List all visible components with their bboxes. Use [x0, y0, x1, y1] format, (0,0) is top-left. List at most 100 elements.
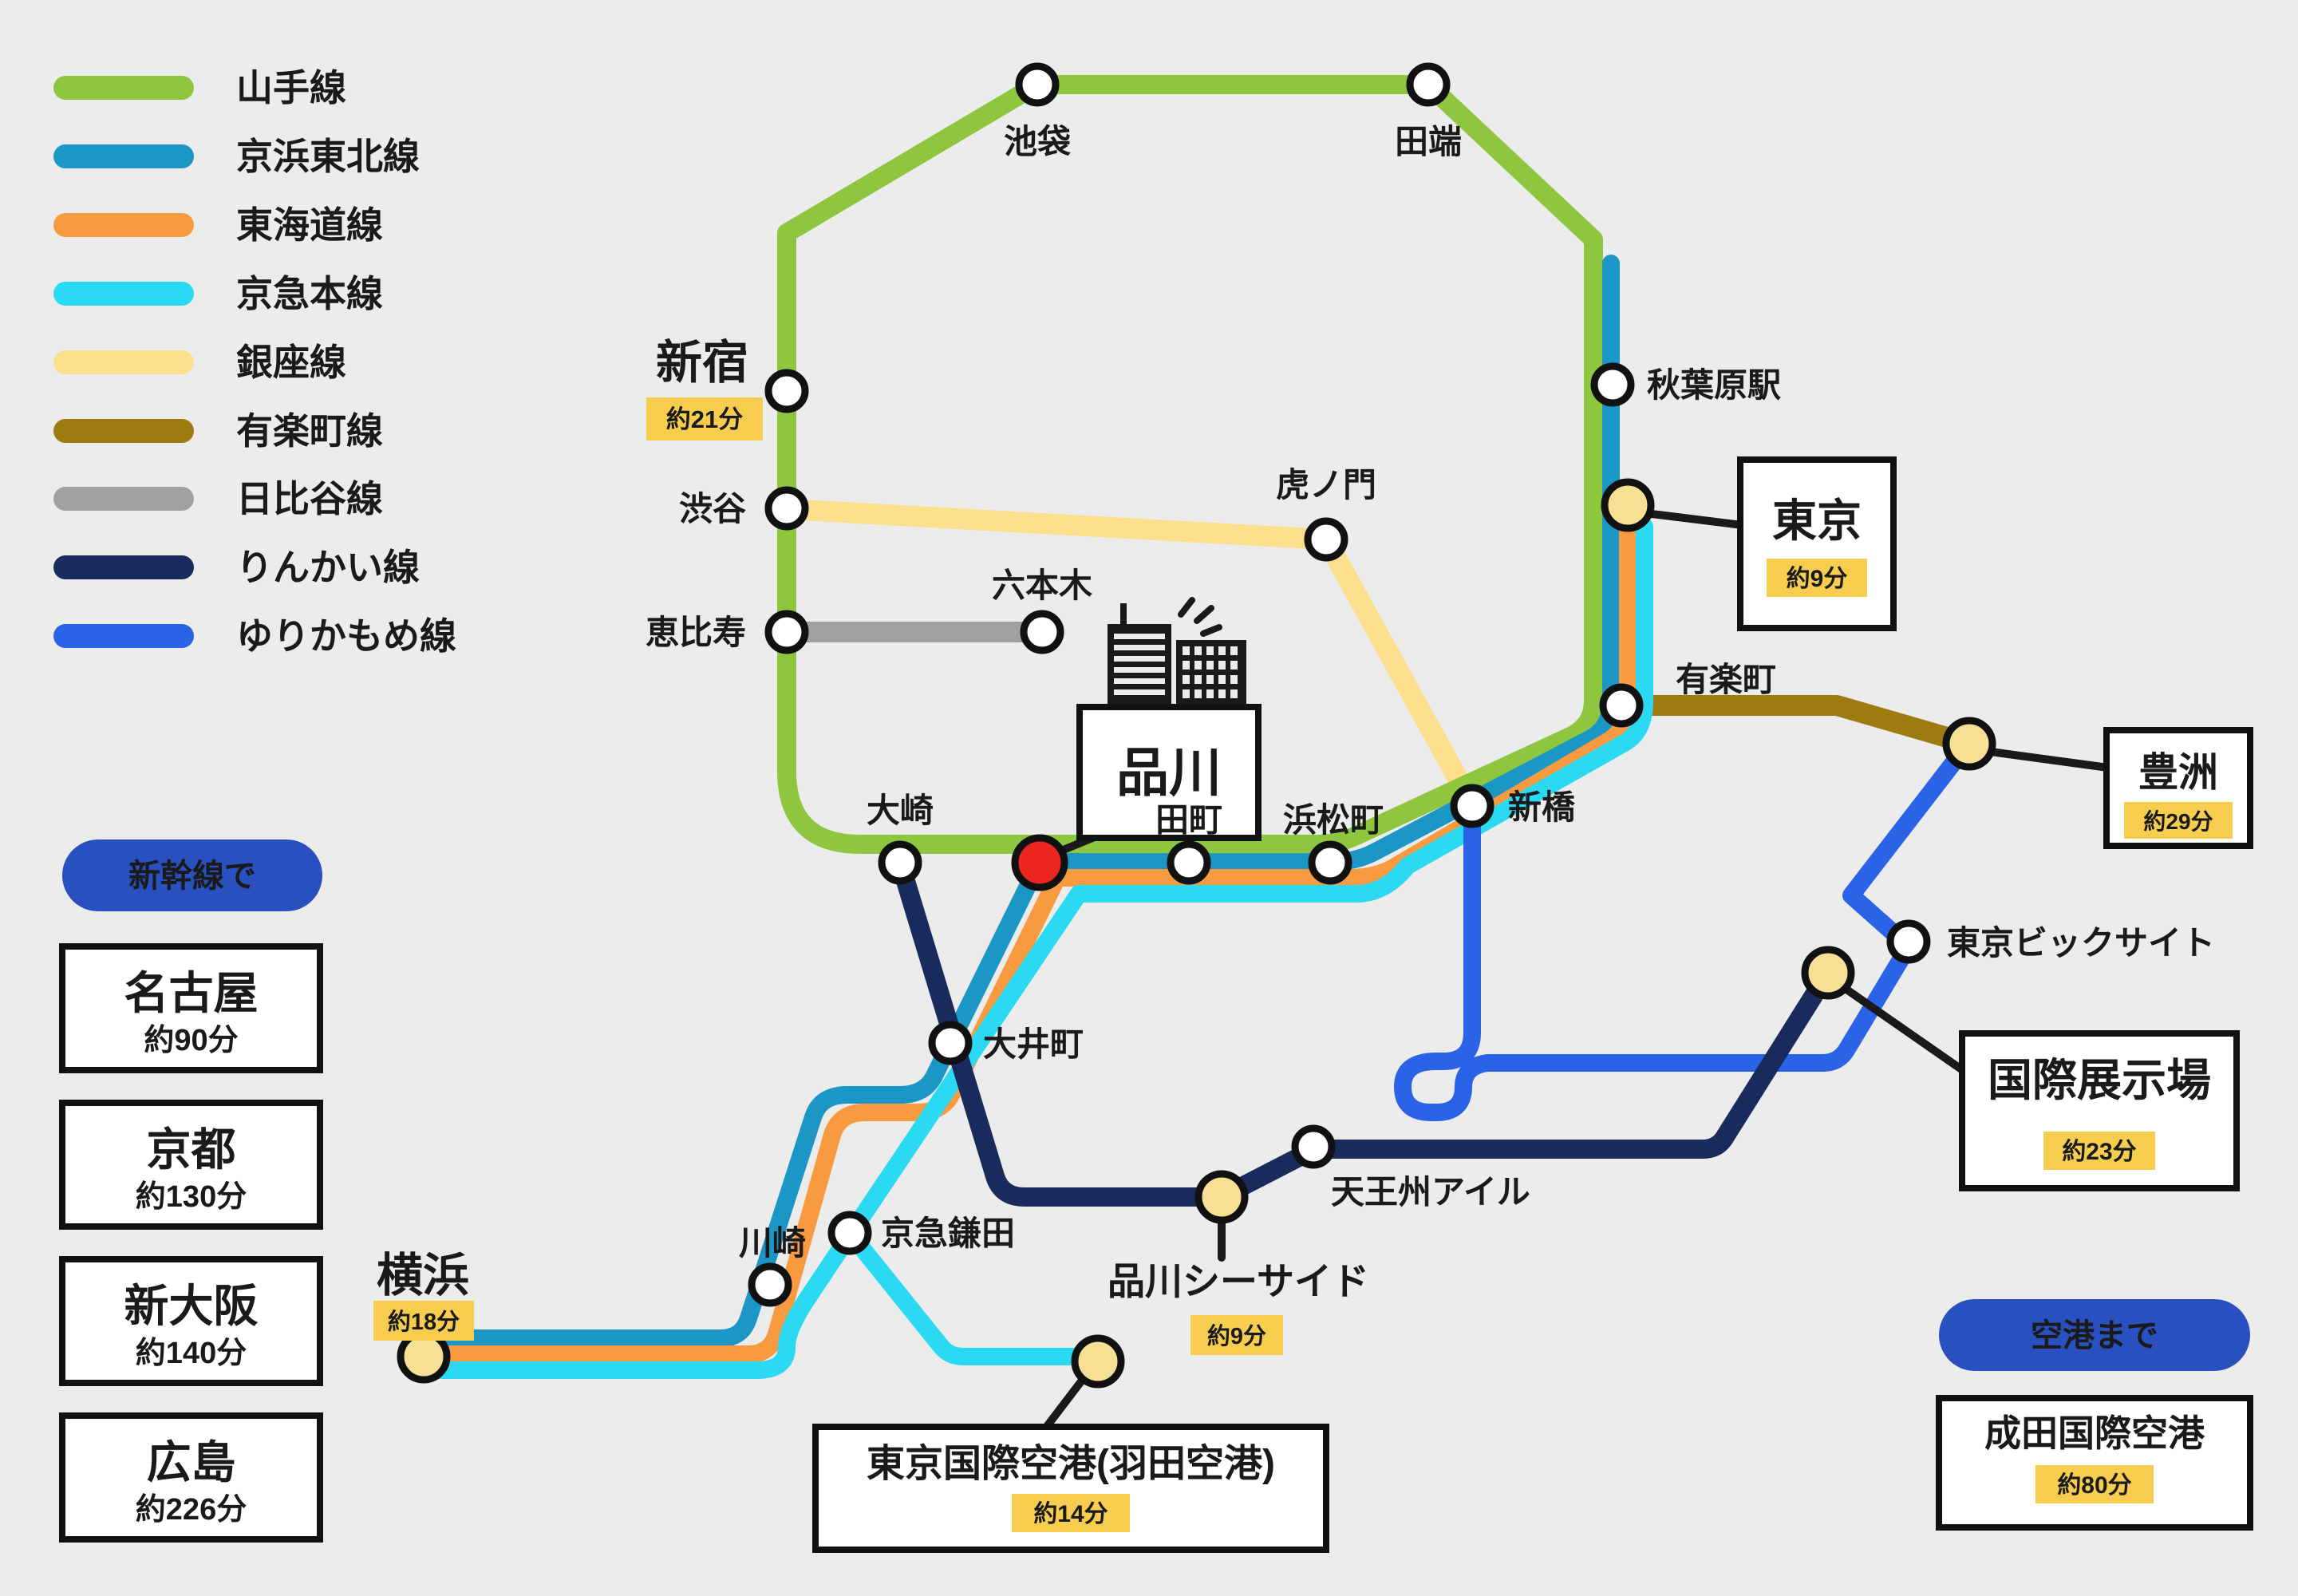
legend-item: 銀座線 — [53, 342, 346, 383]
kokusai-tenjijo-box-title: 国際展示場 — [1988, 1055, 2211, 1105]
legend-item-label: 日比谷線 — [236, 478, 383, 519]
window — [1218, 689, 1226, 698]
keikyu-main-line — [426, 518, 1653, 1379]
kyoto-box-time: 約130分 — [136, 1180, 247, 1214]
yokohama-time-badge: 約18分 — [373, 1301, 474, 1341]
osaki-label: 大崎 — [867, 792, 934, 829]
shin-osaka-box-title: 新大阪 — [124, 1281, 259, 1331]
seaside-time-badge: 約9分 — [1190, 1315, 1283, 1355]
tokyo-box-title: 東京 — [1772, 496, 1862, 546]
kyoto-box-frame — [59, 1100, 323, 1230]
airport-pill-shape — [1939, 1299, 2250, 1371]
toyosu-box-title: 豊洲 — [2138, 750, 2218, 795]
oimachi-label: 大井町 — [983, 1025, 1084, 1063]
keihin-tohoku-line — [426, 255, 1620, 1347]
yurikamome-line — [1394, 740, 1973, 1121]
nagoya-box-time: 約90分 — [144, 1024, 238, 1057]
tower-stripe — [1114, 656, 1165, 662]
shinagawa-seaside-label: 品川シーサイド — [1108, 1260, 1369, 1302]
station-品川シーサイド-marker — [1194, 1170, 1249, 1224]
tamachi-label: 田町 — [1155, 801, 1222, 839]
haneda-airport-box: 東京国際空港(羽田空港) 約14分 — [812, 1424, 1329, 1553]
window — [1218, 646, 1226, 655]
yokohama-time-badge-text: 約18分 — [388, 1308, 460, 1335]
legend-item-label: 東海道線 — [236, 204, 383, 246]
station-大井町-marker — [928, 1021, 973, 1065]
station-品川-marker — [1011, 834, 1068, 891]
shinjuku-time-badge: 約21分 — [646, 397, 763, 440]
toyosu-connector — [1975, 746, 2112, 772]
window — [1194, 646, 1202, 655]
ebisu-label: 恵比寿 — [646, 614, 746, 651]
station-六本木-marker — [1020, 610, 1064, 654]
legend-item: ゆりかもめ線 — [53, 615, 456, 657]
window — [1230, 689, 1238, 698]
station-新橋-marker — [1450, 784, 1494, 828]
hiroshima-box-time: 約226分 — [136, 1493, 247, 1527]
station-秋葉原駅-marker — [1590, 362, 1635, 407]
window — [1194, 689, 1202, 698]
window — [1218, 675, 1226, 684]
legend-item: 日比谷線 — [53, 478, 383, 519]
tower-stripe — [1114, 667, 1165, 673]
shinjuku-time-badge-highlight — [646, 397, 763, 440]
tokyo-box-frame — [1737, 456, 1897, 631]
sparkle-mark — [1178, 597, 1195, 618]
nagoya-box-frame — [59, 943, 323, 1073]
legend-item-label: 山手線 — [236, 67, 346, 109]
shinjuku-time-badge-text: 約21分 — [666, 405, 743, 433]
yurakucho-label: 有楽町 — [1676, 661, 1776, 698]
haneda-airport-box-time: 約14分 — [1033, 1501, 1108, 1527]
station-虎ノ門-marker — [1304, 517, 1348, 562]
kokusai-tenjijo-connector — [1831, 978, 1968, 1075]
legend-item-label: 有楽町線 — [236, 410, 383, 452]
keikyu-airport-branch — [841, 1224, 1107, 1365]
nagoya-box-title: 名古屋 — [124, 968, 259, 1018]
window — [1206, 675, 1214, 684]
window — [1206, 661, 1214, 670]
tabata-label: 田端 — [1395, 123, 1462, 160]
station-新宿-marker — [764, 369, 809, 413]
legend-item: りんかい線 — [53, 547, 420, 588]
legend-item: 東海道線 — [53, 204, 383, 246]
legend-item: 京急本線 — [53, 273, 383, 314]
airport-pill-label: 空港まで — [2031, 1318, 2158, 1353]
narita-airport-box-frame — [1936, 1395, 2253, 1531]
seaside-time-badge-text: 約9分 — [1207, 1322, 1266, 1349]
legend-item: 有楽町線 — [53, 410, 383, 452]
toranomon-label: 虎ノ門 — [1276, 466, 1376, 504]
akihabara-label: 秋葉原駅 — [1647, 366, 1781, 404]
hamamatsucho-label: 浜松町 — [1283, 801, 1384, 839]
window — [1206, 646, 1214, 655]
station-田町-marker — [1167, 840, 1211, 885]
tokyo-connector — [1635, 508, 1746, 529]
tokyo-box-time-highlight — [1767, 559, 1867, 597]
tower-stripe — [1114, 645, 1165, 650]
tower-stripe — [1114, 689, 1165, 695]
station-浜松町-marker — [1308, 840, 1352, 885]
shinkansen-pill-label: 新幹線で — [128, 858, 256, 894]
haneda-airport-box-time-highlight — [1012, 1494, 1130, 1532]
tokyo-big-sight-label: 東京ビックサイト — [1947, 924, 2215, 962]
seaside-time-badge-highlight — [1190, 1315, 1283, 1355]
station-天王州アイル-marker — [1291, 1124, 1336, 1169]
antenna — [1120, 603, 1127, 626]
shinagawa-box: 品川 — [1076, 704, 1262, 841]
station-川崎-marker — [748, 1262, 792, 1307]
window — [1230, 646, 1238, 655]
station-大崎-marker — [878, 840, 922, 885]
tennozu-isle-label: 天王州アイル — [1331, 1173, 1530, 1211]
window — [1230, 661, 1238, 670]
narita-airport-box-time-highlight — [2035, 1465, 2154, 1503]
station-田端-marker — [1406, 62, 1451, 107]
haneda-airport-box-title: 東京国際空港(羽田空港) — [867, 1443, 1275, 1485]
window — [1194, 661, 1202, 670]
window — [1230, 675, 1238, 684]
shinkansen-pill: 新幹線で — [62, 839, 322, 911]
